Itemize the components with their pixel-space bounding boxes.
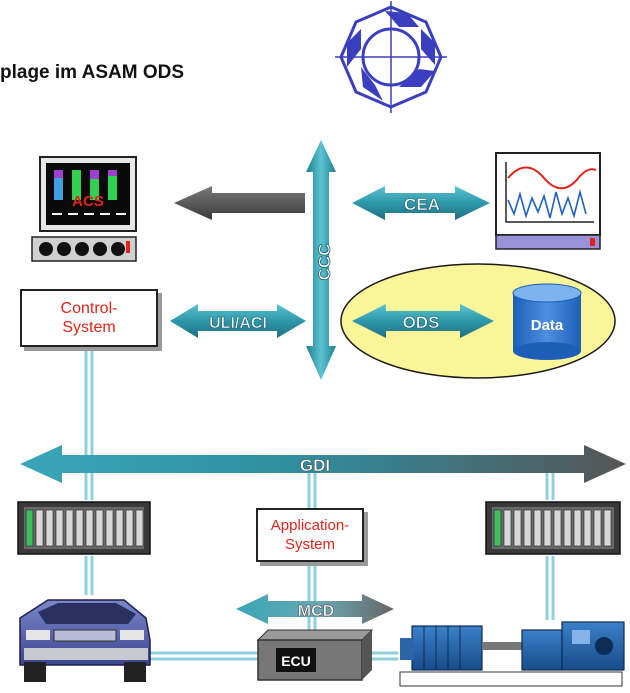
gdi-bus-arrow: GDI (20, 445, 626, 483)
rack-slot (503, 509, 512, 547)
rack-slot (553, 509, 562, 547)
application-system-box: Application- System (256, 508, 364, 562)
acs-label: ACS (72, 193, 104, 210)
application-system-line1: Application- (270, 517, 350, 534)
rack-slot (115, 509, 124, 547)
rack-slot (55, 509, 64, 547)
hardware-rack-left (17, 501, 151, 555)
cea-monitor (495, 152, 601, 250)
hardware-rack-right (485, 501, 621, 555)
rack-slot (603, 509, 612, 547)
ecu-label: ECU (281, 653, 311, 669)
rack-slot (543, 509, 552, 547)
ccc-bus-arrow: CCC (306, 140, 336, 380)
mcd-label: MCD (298, 603, 334, 620)
asam-logo (335, 1, 447, 113)
gdi-label: GDI (300, 456, 330, 475)
control-system-line2: System (62, 319, 116, 336)
rack-slot (125, 509, 134, 547)
rack-slot (45, 509, 54, 547)
rack-slot (583, 509, 592, 547)
application-system-line2: System (284, 536, 335, 553)
mcd-arrow: MCD (236, 594, 394, 624)
rack-slot (573, 509, 582, 547)
ods-arrow: ODS (352, 304, 494, 338)
data-label: Data (531, 317, 564, 334)
rack-slot (533, 509, 542, 547)
ccc-label: CCC (315, 244, 334, 281)
acs-arrow (174, 186, 305, 220)
rack-slot (85, 509, 94, 547)
control-system-line1: Control- (60, 300, 118, 317)
engine-test-bench (399, 621, 625, 687)
rack-slot (593, 509, 602, 547)
control-system-box: Control- System (20, 289, 158, 347)
rack-slot (523, 509, 532, 547)
rack-slot (25, 509, 34, 547)
uli-aci-label: ULI/ACI (209, 315, 267, 332)
acs-monitor: ACS (31, 156, 137, 262)
cea-arrow: CEA (352, 186, 490, 220)
rack-slot (65, 509, 74, 547)
ods-label: ODS (403, 313, 440, 332)
cea-label: CEA (404, 195, 440, 214)
rack-slot (513, 509, 522, 547)
uli-aci-arrow: ULI/ACI (170, 304, 306, 338)
rack-slot (563, 509, 572, 547)
rack-slot (75, 509, 84, 547)
rack-slot (95, 509, 104, 547)
rack-slot (35, 509, 44, 547)
data-cylinder: Data (512, 283, 582, 360)
vehicle-car (19, 599, 151, 682)
ecu-unit: ECU (256, 629, 374, 681)
page-title: plage im ASAM ODS (0, 62, 185, 83)
rack-slot (493, 509, 502, 547)
rack-slot (135, 509, 144, 547)
rack-slot (105, 509, 114, 547)
